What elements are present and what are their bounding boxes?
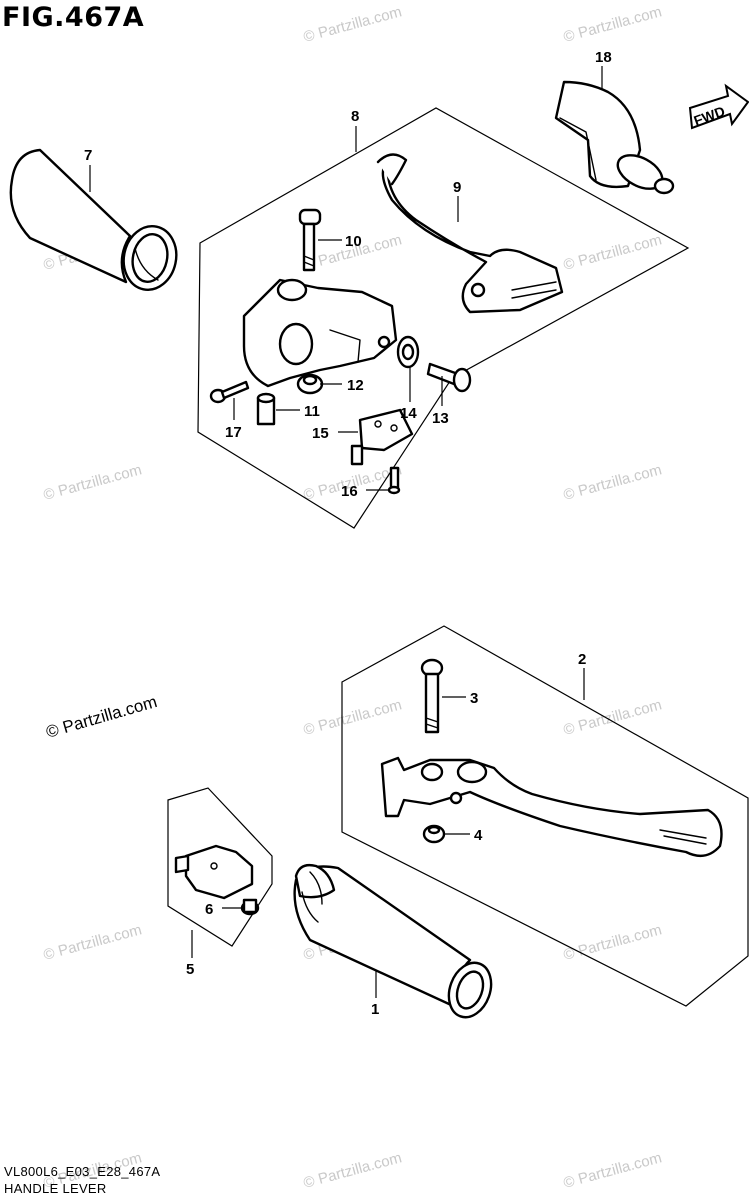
part-7-grip <box>9 148 178 291</box>
leader-lines <box>89 66 603 998</box>
part-13-adjuster-bolt <box>426 362 472 393</box>
watermark-prominent: © Partzilla.com <box>44 692 159 742</box>
callout-4: 4 <box>474 827 483 844</box>
part-2-brake-lever <box>380 756 723 858</box>
part-16-screw <box>387 466 401 495</box>
part-11-collar <box>256 392 276 426</box>
callout-6: 6 <box>205 901 213 918</box>
watermark-layer: © Partzilla.com © Partzilla.com © Partzi… <box>42 3 664 1192</box>
watermark: © Partzilla.com <box>302 696 404 739</box>
part-5-brake-switch <box>174 844 254 900</box>
watermark: © Partzilla.com <box>562 921 664 964</box>
watermark: © Partzilla.com <box>302 1149 404 1192</box>
part-4-nut <box>422 824 446 844</box>
part-18-lever-protector <box>554 80 675 195</box>
callout-7: 7 <box>84 147 92 164</box>
watermark: © Partzilla.com <box>562 1149 664 1192</box>
callout-13: 13 <box>432 410 449 427</box>
watermark: © Partzilla.com <box>42 461 144 504</box>
callout-numbers: 7 8 18 9 10 12 11 14 13 17 15 16 2 3 4 6… <box>84 49 612 1018</box>
callout-16: 16 <box>341 483 358 500</box>
part-9-clutch-lever <box>376 153 564 314</box>
callout-14: 14 <box>400 405 417 422</box>
forward-arrow-icon: FWD <box>688 83 749 130</box>
callout-2: 2 <box>578 651 586 668</box>
watermark: © Partzilla.com <box>562 461 664 504</box>
callout-3: 3 <box>470 690 478 707</box>
callout-12: 12 <box>347 377 364 394</box>
watermark: © Partzilla.com <box>562 231 664 274</box>
watermark: © Partzilla.com <box>302 3 404 46</box>
part-1-throttle-grip <box>293 863 493 1019</box>
part-15-clutch-switch <box>350 408 414 466</box>
callout-18: 18 <box>595 49 612 66</box>
part-3-pivot-bolt <box>420 658 444 734</box>
lever-holder-bracket <box>242 278 398 388</box>
model-code: VL800L6_E03_E28_467A <box>4 1164 161 1179</box>
watermark: © Partzilla.com <box>562 3 664 46</box>
callout-10: 10 <box>345 233 362 250</box>
part-14-adjuster <box>396 335 420 369</box>
callout-11: 11 <box>304 403 320 420</box>
watermark: © Partzilla.com <box>562 696 664 739</box>
assembly-outline-5 <box>167 787 273 947</box>
part-12-nut <box>296 373 324 395</box>
figure-title: FIG.467A <box>2 2 145 33</box>
callout-1: 1 <box>371 1001 379 1018</box>
part-6-screw <box>240 898 260 916</box>
callout-8: 8 <box>351 108 359 125</box>
part-17-screw <box>209 380 250 404</box>
callout-17: 17 <box>225 424 242 441</box>
watermark: © Partzilla.com <box>42 921 144 964</box>
callout-5: 5 <box>186 961 194 978</box>
part-10-pivot-bolt <box>298 208 322 272</box>
callout-9: 9 <box>453 179 461 196</box>
section-name: HANDLE LEVER <box>4 1181 107 1196</box>
callout-15: 15 <box>312 425 329 442</box>
assembly-outline-2 <box>341 625 749 1007</box>
